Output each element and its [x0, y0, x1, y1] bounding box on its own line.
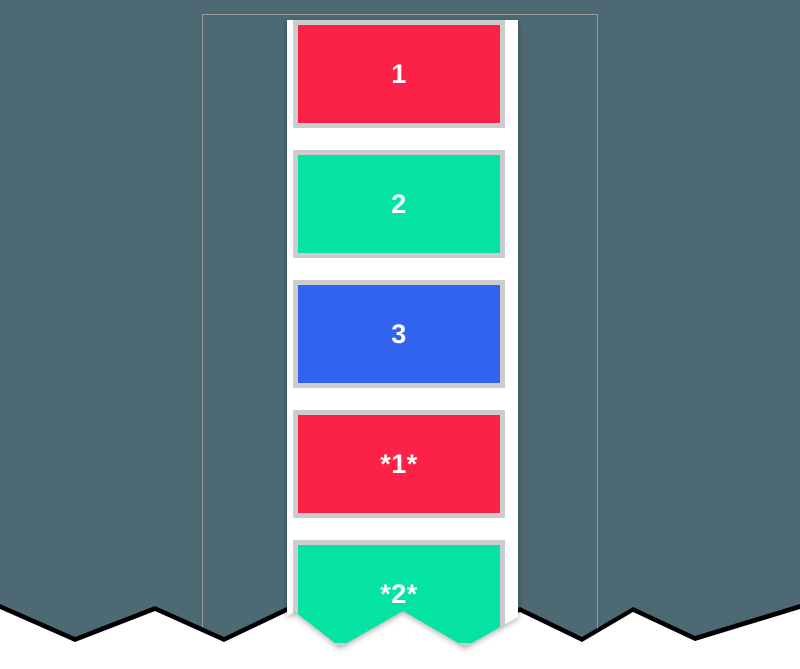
card-label: 1	[391, 58, 407, 89]
card-label: *1*	[380, 448, 418, 479]
stack-card: 2	[293, 150, 505, 258]
card-label: 2	[391, 188, 407, 219]
scroll-column-shadow: 1 2 3 *1* *2*	[287, 11, 518, 660]
scroll-column[interactable]: 1 2 3 *1* *2*	[287, 20, 518, 647]
card-label: 3	[391, 318, 407, 349]
stack-card: *1*	[293, 410, 505, 518]
card-label: *2*	[380, 578, 418, 609]
stack-card: 1	[293, 20, 505, 128]
stack-card: *2*	[293, 540, 505, 647]
stack-card: 3	[293, 280, 505, 388]
